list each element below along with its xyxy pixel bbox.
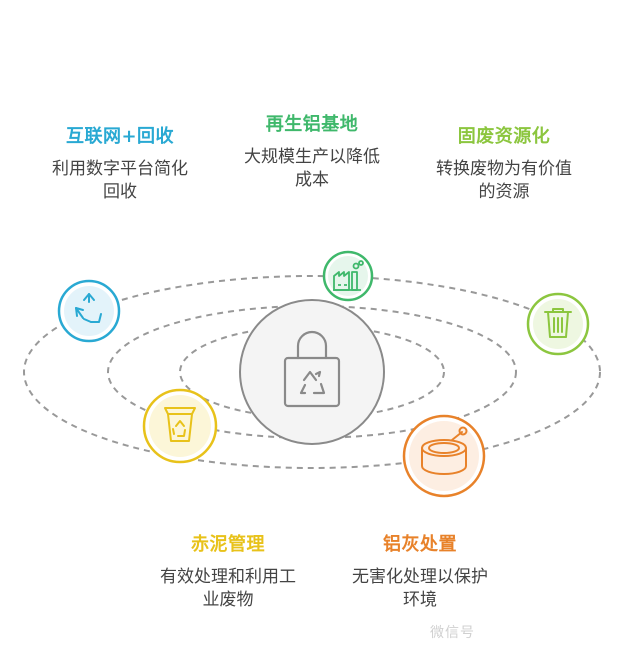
node-regen-aluminum: [322, 250, 374, 302]
desc-aluminum-ash: 无害化处理以保护 环境: [352, 567, 488, 610]
recycle-bag-icon: [283, 330, 341, 408]
label-red-mud: 赤泥管理 有效处理和利用工 业废物: [138, 530, 318, 612]
node-red-mud: [142, 388, 218, 464]
desc-internet-recycling: 利用数字平台简化 回收: [52, 159, 188, 202]
title-solid-waste: 固废资源化: [457, 126, 551, 147]
title-red-mud: 赤泥管理: [191, 534, 265, 555]
label-aluminum-ash: 铝灰处置 无害化处理以保护 环境: [330, 530, 510, 612]
center-node: [239, 299, 385, 445]
title-internet-recycling: 互联网+回收: [65, 126, 175, 147]
desc-solid-waste: 转换废物为有价值 的资源: [436, 159, 572, 202]
title-regen-aluminum: 再生铝基地: [265, 114, 359, 135]
trash-can-icon: [544, 308, 572, 338]
node-solid-waste: [526, 292, 590, 356]
title-aluminum-ash: 铝灰处置: [383, 534, 457, 555]
aluminum-can-icon: [421, 426, 468, 475]
orbit-outer: [23, 275, 601, 469]
factory-icon: [333, 260, 364, 291]
label-internet-recycling: 互联网+回收 利用数字平台简化 回收: [30, 122, 210, 204]
recycle-icon: [75, 293, 102, 323]
node-aluminum-ash: [402, 414, 486, 498]
label-regen-aluminum: 再生铝基地 大规模生产以降低 成本: [222, 110, 402, 192]
recycle-bin-icon: [164, 407, 196, 442]
desc-red-mud: 有效处理和利用工 业废物: [160, 567, 296, 610]
label-solid-waste: 固废资源化 转换废物为有价值 的资源: [414, 122, 594, 204]
watermark: 微信号: [430, 625, 475, 641]
node-internet-recycling: [57, 279, 121, 343]
orbit-middle: [107, 305, 517, 439]
desc-regen-aluminum: 大规模生产以降低 成本: [244, 147, 380, 190]
